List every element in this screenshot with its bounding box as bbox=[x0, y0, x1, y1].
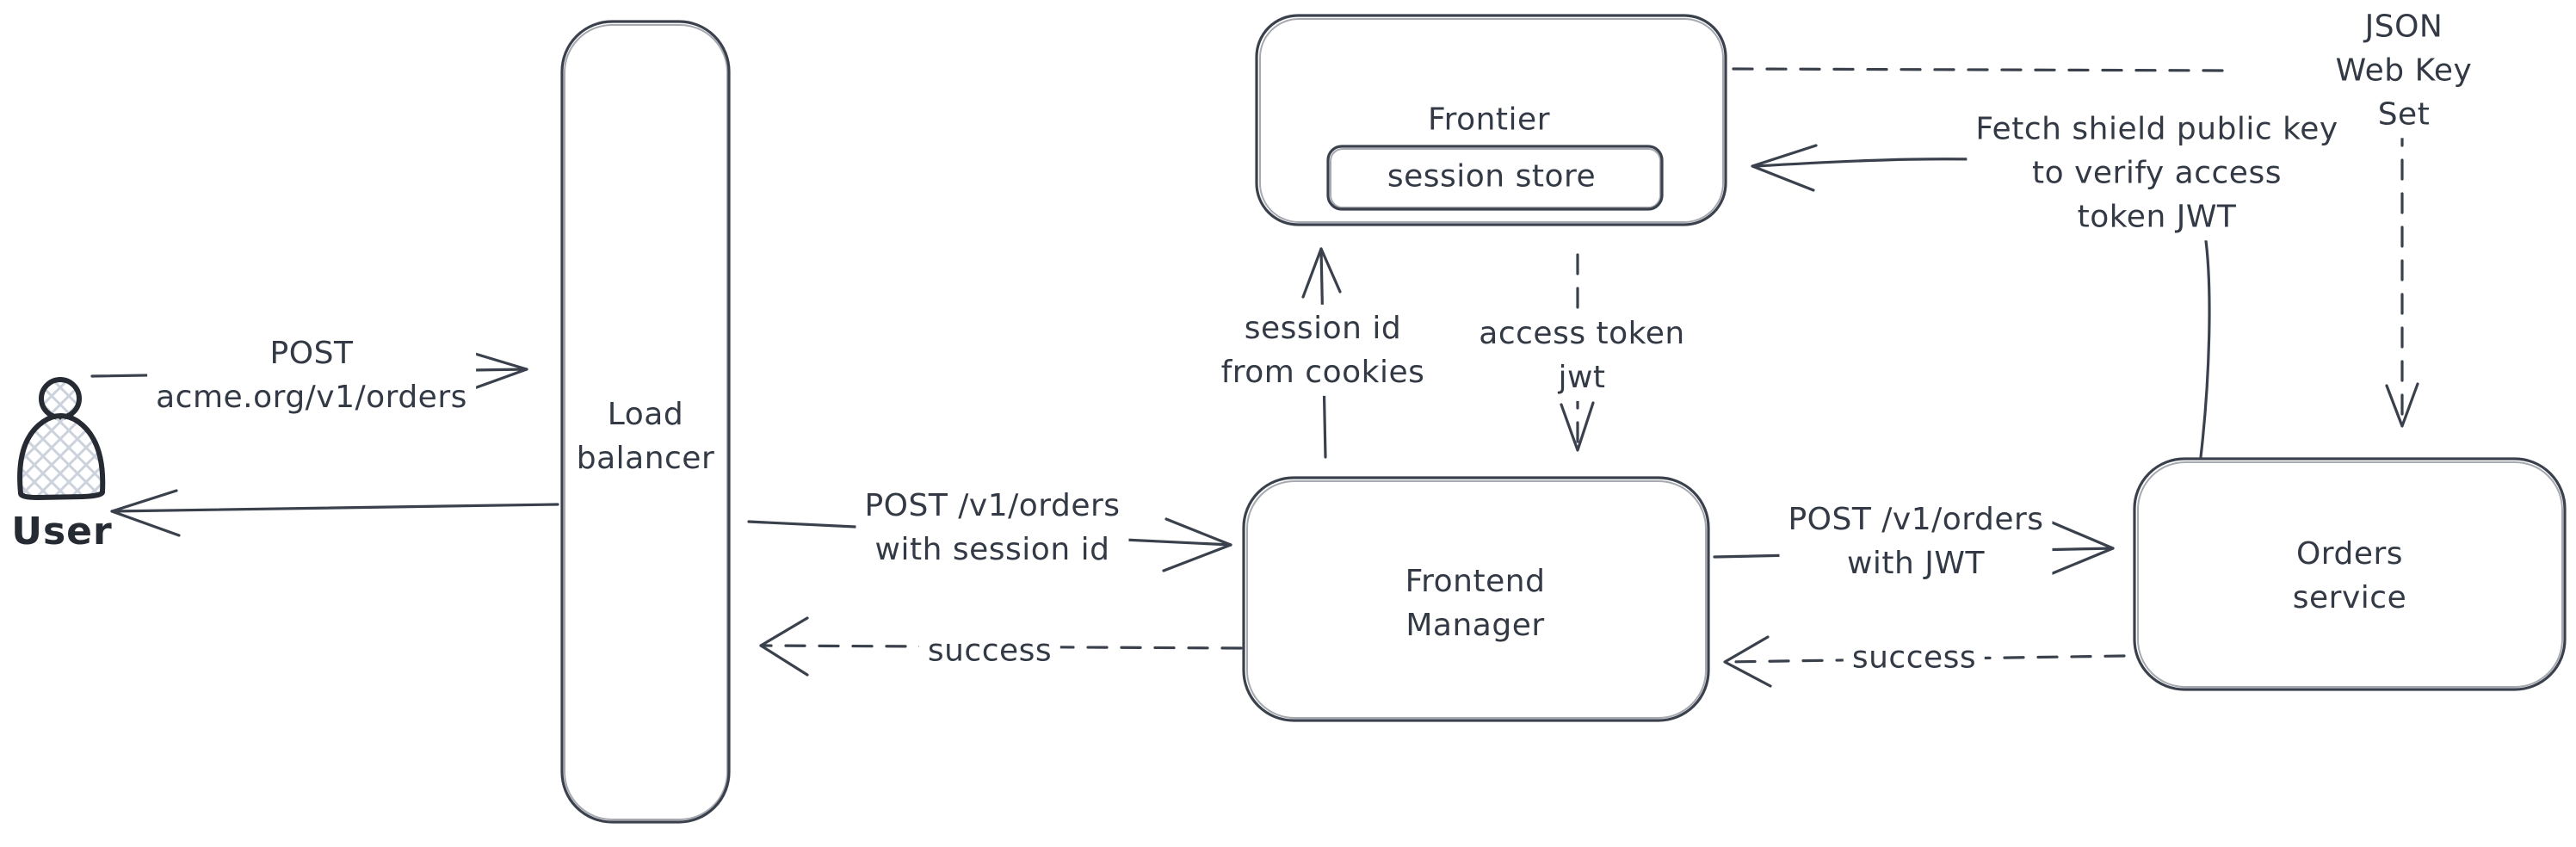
fm-to-orders-arrowhead bbox=[2047, 520, 2115, 577]
orders-to-fm-success-arrow bbox=[1723, 654, 2126, 664]
lb-to-fm-arrowhead bbox=[1162, 517, 1232, 572]
orders-service-node-sketch bbox=[2137, 461, 2563, 688]
user-label: User bbox=[11, 509, 113, 553]
orders-to-fm-success-label: success bbox=[1843, 634, 1986, 682]
session-store-label: session store bbox=[1387, 158, 1597, 195]
orders-service-label: Orders service bbox=[2292, 535, 2407, 615]
session-store-node-sketch bbox=[1330, 148, 1661, 208]
user-to-lb-arrowhead bbox=[463, 349, 528, 393]
orders-to-fm-success-arrowhead bbox=[1723, 635, 1772, 688]
load-balancer-node bbox=[560, 20, 731, 824]
lb-to-fm-label: POST /v1/orders with session id bbox=[856, 481, 1129, 574]
user-icon bbox=[17, 377, 106, 500]
jwks-label: JSON Web Key Set bbox=[2318, 3, 2490, 139]
orders-to-frontier-arrowhead bbox=[1751, 144, 1818, 192]
frontier-node bbox=[1255, 14, 1727, 226]
load-balancer-node-sketch bbox=[564, 24, 728, 820]
session-id-label: session id from cookies bbox=[1212, 304, 1434, 397]
session-store-node bbox=[1326, 145, 1664, 211]
frontend-manager-node-sketch bbox=[1246, 480, 1707, 719]
frontier-to-jwks-line bbox=[1732, 67, 2233, 72]
frontier-node-sketch bbox=[1259, 18, 1724, 223]
lb-to-user-arrowhead bbox=[110, 489, 181, 537]
frontend-manager-label: Frontend Manager bbox=[1405, 563, 1546, 643]
fetch-key-label: Fetch shield public key to verify access… bbox=[1967, 105, 2347, 241]
frontier-to-fm-arrowhead bbox=[1560, 401, 1595, 452]
frontier-label: Frontier bbox=[1427, 102, 1551, 138]
frontend-manager-node bbox=[1242, 476, 1710, 722]
orders-service-node bbox=[2133, 457, 2567, 691]
access-token-label: access token jwt bbox=[1470, 309, 1694, 402]
lb-to-user-arrow bbox=[110, 503, 559, 513]
fm-to-orders-label: POST /v1/orders with JWT bbox=[1779, 495, 2053, 588]
load-balancer-label: Load balancer bbox=[576, 396, 715, 476]
user-request-label: POST acme.org/v1/orders bbox=[147, 329, 476, 422]
fm-to-lb-success-arrowhead bbox=[759, 616, 809, 677]
fm-to-lb-success-label: success bbox=[918, 627, 1061, 675]
fm-to-frontier-arrowhead bbox=[1301, 247, 1342, 299]
jwks-to-orders-arrowhead bbox=[2385, 382, 2419, 428]
